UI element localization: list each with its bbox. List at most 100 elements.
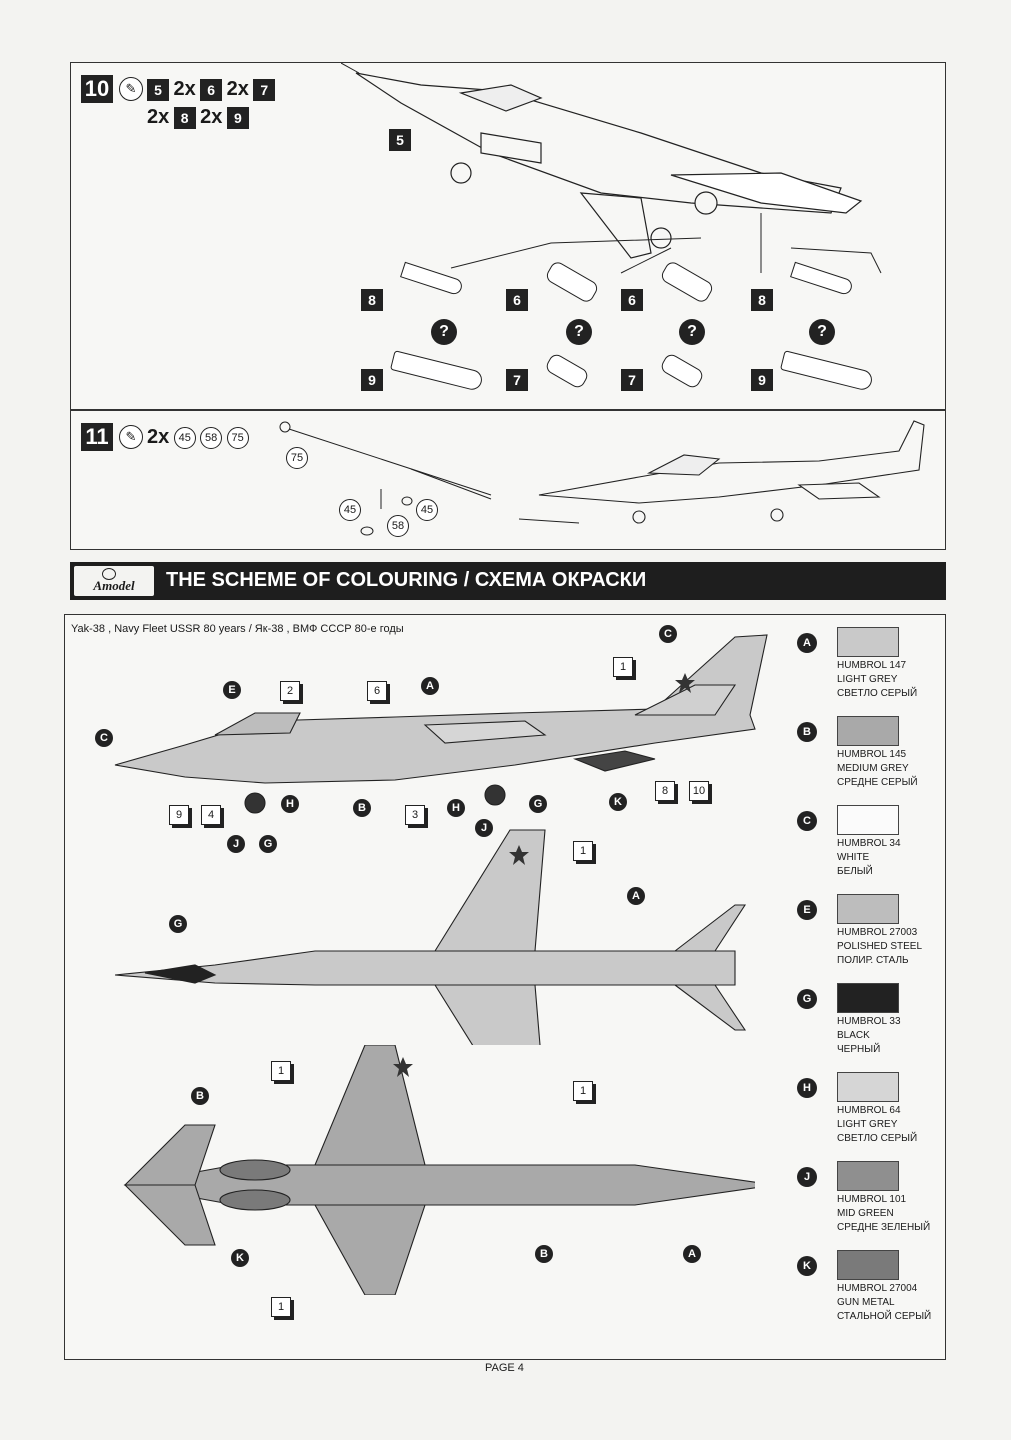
- paint-ru: СРЕДНЕ СЕРЫЙ: [837, 777, 918, 788]
- paint-swatch: [837, 627, 899, 657]
- question-mark-icon: ?: [679, 319, 705, 345]
- qty: 2x: [147, 106, 170, 128]
- qty: 2x: [200, 106, 223, 128]
- paint-marker: G: [169, 915, 187, 933]
- pylon-group: 8 ? 9: [751, 261, 881, 403]
- paint-swatch: [837, 1250, 899, 1280]
- scheme-caption: Yak-38 , Navy Fleet USSR 80 years / Як-3…: [71, 623, 404, 635]
- question-mark-icon: ?: [566, 319, 592, 345]
- part-badge: 5: [147, 78, 169, 101]
- paint-ru: СВЕТЛО СЕРЫЙ: [837, 1133, 918, 1144]
- paint-name: POLISHED STEEL: [837, 941, 923, 952]
- step-10-aircraft-drawing: [341, 63, 863, 259]
- pylon-shape: [658, 259, 716, 305]
- store-shape: [658, 351, 706, 391]
- decal-callout: 1: [573, 1081, 593, 1101]
- paint-letter-badge: K: [797, 1256, 817, 1276]
- store-shape: [779, 350, 875, 392]
- decal-callout: 10: [689, 781, 709, 801]
- paint-letter-badge: A: [797, 633, 817, 653]
- paint-ru: СТАЛЬНОЙ СЕРЫЙ: [837, 1311, 932, 1322]
- paint-ru: БЕЛЫЙ: [837, 866, 873, 877]
- paint-marker: J: [227, 835, 245, 853]
- paint-ru: СВЕТЛО СЕРЫЙ: [837, 688, 918, 699]
- paint-ru: СРЕДНЕ ЗЕЛЕНЫЙ: [837, 1222, 931, 1233]
- part-circle: 75: [286, 447, 308, 469]
- paint-ru: ЧЕРНЫЙ: [837, 1044, 881, 1055]
- step-number: 10: [81, 75, 113, 103]
- top-view-drawing: [115, 829, 747, 1045]
- paint-ru: ПОЛИР. СТАЛЬ: [837, 955, 909, 966]
- qty: 2x: [173, 78, 196, 100]
- paint-code: HUMBROL 27003: [837, 927, 918, 938]
- paint-name: LIGHT GREY: [837, 1119, 898, 1130]
- decal-callout: 1: [573, 841, 593, 861]
- red-star-icon: [675, 673, 695, 693]
- section-title-bar: Amodel THE SCHEME OF COLOURING / СХЕМА О…: [70, 562, 946, 600]
- paint-name: MEDIUM GREY: [837, 763, 909, 774]
- paint-letter-badge: E: [797, 900, 817, 920]
- paint-marker: K: [231, 1249, 249, 1267]
- paint-marker: A: [421, 677, 439, 695]
- part-label: 8: [751, 289, 773, 311]
- paint-code: HUMBROL 64: [837, 1105, 901, 1116]
- decal-callout: 1: [271, 1297, 291, 1317]
- part-circle: 58: [387, 515, 409, 537]
- pylon-shape: [543, 259, 601, 305]
- paint-marker: A: [627, 887, 645, 905]
- bottom-view-drawing: [123, 1045, 755, 1295]
- paint-letter-badge: G: [797, 989, 817, 1009]
- paint-letter-badge: C: [797, 811, 817, 831]
- paint-swatch: [837, 983, 899, 1013]
- paint-letter-badge: J: [797, 1167, 817, 1187]
- paint-name: GUN METAL: [837, 1297, 895, 1308]
- pylon-group: 8 ? 9: [361, 261, 491, 403]
- part-badge: 8: [173, 106, 196, 129]
- step-11-aircraft-drawing: [519, 420, 925, 524]
- paint-marker: A: [683, 1245, 701, 1263]
- leader-lines: [450, 213, 882, 274]
- part-badge: 9: [226, 106, 249, 129]
- logo-text: Amodel: [93, 578, 135, 593]
- decal-callout: 6: [367, 681, 387, 701]
- qty: 2x: [147, 426, 170, 448]
- part-label: 9: [361, 369, 383, 391]
- glue-icon: ✎: [119, 77, 143, 101]
- decal-callout: 3: [405, 805, 425, 825]
- paint-code: HUMBROL 34: [837, 838, 901, 849]
- parts-line-2: 2x 8 2x 9: [147, 106, 249, 129]
- paint-swatch: [837, 1161, 899, 1191]
- parts-line: 2x 45 58 75: [147, 426, 249, 449]
- paint-code: HUMBROL 27004: [837, 1283, 918, 1294]
- question-mark-icon: ?: [431, 319, 457, 345]
- logo-emblem-icon: [102, 568, 116, 580]
- red-star-icon: [509, 845, 529, 865]
- part-badge: 6: [200, 78, 223, 101]
- paint-marker: C: [659, 625, 677, 643]
- paint-marker: B: [535, 1245, 553, 1263]
- pylon-group: 6 ? 7: [506, 259, 636, 403]
- section-title: THE SCHEME OF COLOURING / СХЕМА ОКРАСКИ: [166, 569, 647, 591]
- fuselage-part-label: 5: [389, 129, 411, 151]
- part-label: 9: [751, 369, 773, 391]
- stores-row: 8 ? 9 6 ? 7 6 ? 7 8 ? 9: [361, 259, 881, 403]
- pylon-shape: [790, 261, 854, 297]
- colour-scheme-panel: Yak-38 , Navy Fleet USSR 80 years / Як-3…: [64, 614, 946, 1360]
- paint-name: LIGHT GREY: [837, 674, 898, 685]
- part-circle: 45: [173, 426, 196, 449]
- paint-marker: J: [475, 819, 493, 837]
- paint-marker: B: [191, 1087, 209, 1105]
- page-number: PAGE 4: [485, 1362, 524, 1374]
- paint-swatch: [837, 716, 899, 746]
- part-circle: 45: [416, 499, 438, 521]
- part-circle: 58: [200, 426, 223, 449]
- paint-code: HUMBROL 147: [837, 660, 907, 671]
- step-10-panel: 10 ✎ 5 2x 6 2x 7 2x 8 2x 9 5: [70, 62, 946, 410]
- amodel-logo: Amodel: [74, 566, 154, 596]
- paint-code: HUMBROL 101: [837, 1194, 907, 1205]
- red-star-icon: [393, 1057, 413, 1077]
- store-shape: [389, 350, 485, 392]
- part-circle: 45: [339, 499, 361, 521]
- pylon-shape: [400, 261, 464, 297]
